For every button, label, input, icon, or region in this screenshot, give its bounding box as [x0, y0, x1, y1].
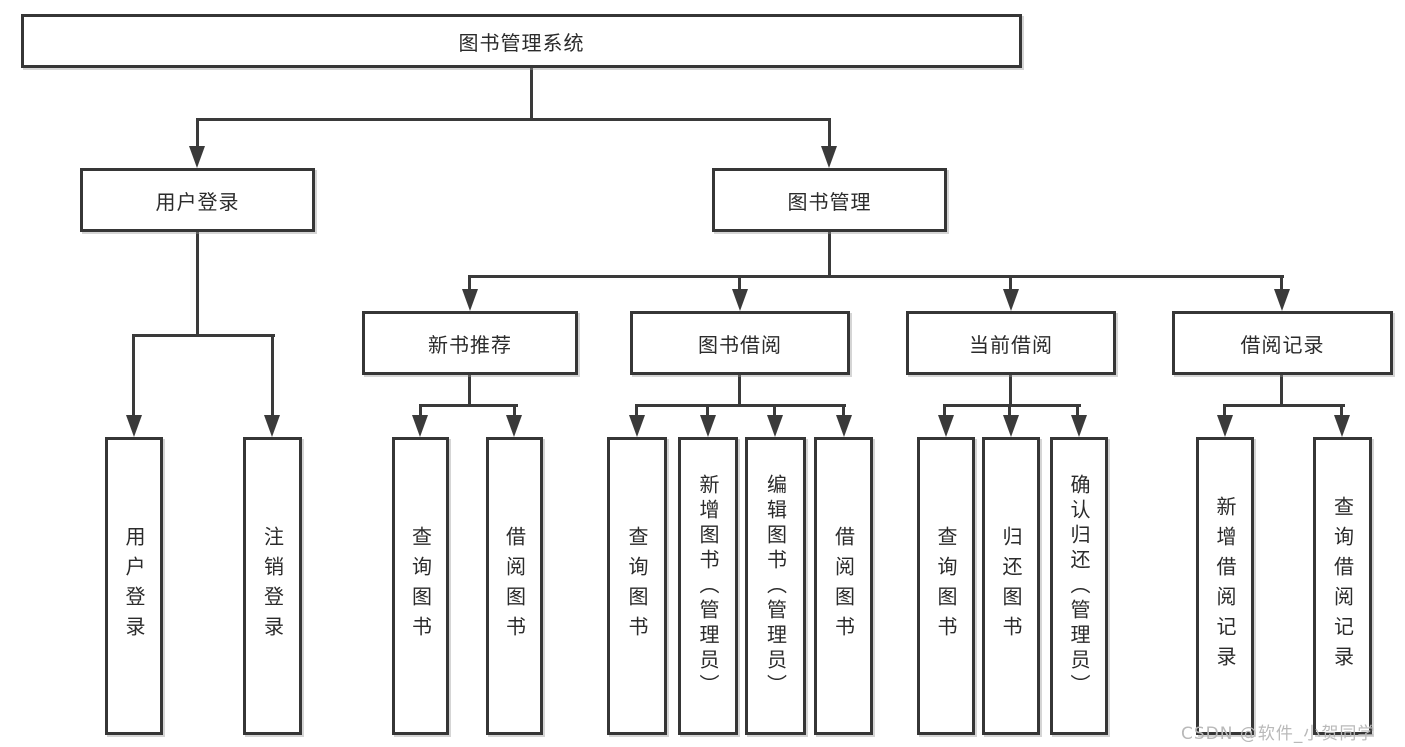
connector-line — [271, 334, 274, 418]
arrow-down-icon — [264, 415, 280, 437]
arrow-down-icon — [1071, 415, 1087, 437]
connector-rail — [132, 334, 275, 337]
arrow-down-icon — [836, 415, 852, 437]
connector-line — [1008, 404, 1011, 417]
arrow-down-icon — [629, 415, 645, 437]
arrow-down-icon — [732, 289, 748, 311]
connector-line — [419, 404, 422, 417]
node-new-book-recommend: 新书推荐 — [362, 311, 578, 375]
arrow-down-icon — [1274, 289, 1290, 311]
node-return-books: 归还图书 — [982, 437, 1040, 735]
node-add-books-admin-label: 新增图书（管理员） — [696, 473, 720, 699]
node-query-borrow-record-label: 查询借阅记录 — [1330, 496, 1355, 676]
node-user-login-action-label: 用户登录 — [122, 526, 146, 646]
connector-rail — [196, 118, 831, 121]
connector-line — [1009, 275, 1012, 291]
node-book-management-label: 图书管理 — [787, 189, 872, 214]
arrow-down-icon — [938, 415, 954, 437]
arrow-down-icon — [1003, 415, 1019, 437]
connector-rail — [419, 404, 518, 407]
node-library-system: 图书管理系统 — [21, 14, 1022, 68]
arrow-down-icon — [462, 289, 478, 311]
connector-line — [738, 275, 741, 291]
connector-line — [842, 404, 845, 417]
arrow-down-icon — [1217, 415, 1233, 437]
connector-rail — [1223, 404, 1345, 407]
node-book-borrowing-label: 图书借阅 — [698, 332, 782, 357]
node-current-borrowing-label: 当前借阅 — [969, 332, 1053, 357]
node-query-books-recommend-label: 查询图书 — [408, 526, 433, 646]
connector-line — [513, 404, 516, 417]
connector-line — [635, 404, 638, 417]
connector-line — [1223, 404, 1226, 417]
arrow-down-icon — [1003, 289, 1019, 311]
node-add-borrow-record: 新增借阅记录 — [1196, 437, 1254, 735]
node-borrow-books-borrowing-label: 借阅图书 — [831, 526, 856, 646]
arrow-down-icon — [189, 146, 205, 168]
node-borrow-books-borrowing: 借阅图书 — [814, 437, 873, 735]
node-add-borrow-record-label: 新增借阅记录 — [1213, 496, 1237, 676]
node-library-system-label: 图书管理系统 — [458, 30, 585, 55]
connector-line — [196, 232, 199, 334]
connector-line — [1076, 404, 1079, 417]
node-query-borrow-record: 查询借阅记录 — [1313, 437, 1372, 735]
connector-line — [196, 118, 199, 152]
connector-rail — [468, 275, 1284, 278]
node-query-books-current: 查询图书 — [917, 437, 975, 735]
node-edit-books-admin: 编辑图书（管理员） — [745, 437, 806, 735]
node-logout-label: 注销登录 — [260, 526, 285, 646]
connector-line — [1009, 375, 1012, 406]
connector-line — [706, 404, 709, 417]
node-logout: 注销登录 — [243, 437, 302, 735]
watermark: CSDN @软件_小贺同学 — [1181, 724, 1376, 744]
arrow-down-icon — [126, 415, 142, 437]
node-query-books-recommend: 查询图书 — [392, 437, 449, 735]
connector-line — [1280, 375, 1283, 406]
node-add-books-admin: 新增图书（管理员） — [678, 437, 738, 735]
arrow-down-icon — [1334, 415, 1350, 437]
connector-rail — [635, 404, 846, 407]
node-query-books-borrowing: 查询图书 — [607, 437, 667, 735]
node-borrowing-records-label: 借阅记录 — [1240, 332, 1325, 357]
connector-line — [530, 68, 533, 118]
node-query-books-current-label: 查询图书 — [934, 526, 958, 646]
node-book-management: 图书管理 — [712, 168, 947, 232]
node-borrow-books-recommend-label: 借阅图书 — [502, 526, 527, 646]
node-return-books-label: 归还图书 — [999, 526, 1023, 646]
node-borrow-books-recommend: 借阅图书 — [486, 437, 543, 735]
node-confirm-return-admin: 确认归还（管理员） — [1050, 437, 1108, 735]
connector-line — [468, 275, 471, 291]
arrow-down-icon — [506, 415, 522, 437]
connector-line — [773, 404, 776, 417]
connector-line — [1280, 275, 1283, 291]
node-user-login: 用户登录 — [80, 168, 315, 232]
arrow-down-icon — [767, 415, 783, 437]
node-edit-books-admin-label: 编辑图书（管理员） — [763, 473, 788, 699]
node-user-login-action: 用户登录 — [105, 437, 163, 735]
connector-line — [828, 118, 831, 152]
node-query-books-borrowing-label: 查询图书 — [625, 526, 649, 646]
node-confirm-return-admin-label: 确认归还（管理员） — [1067, 473, 1091, 699]
node-new-book-recommend-label: 新书推荐 — [428, 332, 512, 357]
node-current-borrowing: 当前借阅 — [906, 311, 1116, 375]
node-borrowing-records: 借阅记录 — [1172, 311, 1393, 375]
arrow-down-icon — [821, 146, 837, 168]
node-user-login-label: 用户登录 — [155, 189, 240, 214]
connector-line — [828, 232, 831, 276]
arrow-down-icon — [412, 415, 428, 437]
connector-line — [738, 375, 741, 406]
connector-rail — [943, 404, 1081, 407]
node-book-borrowing: 图书借阅 — [630, 311, 850, 375]
connector-line — [1340, 404, 1343, 417]
connector-line — [943, 404, 946, 417]
connector-line — [468, 375, 471, 406]
connector-line — [132, 334, 135, 418]
arrow-down-icon — [700, 415, 716, 437]
